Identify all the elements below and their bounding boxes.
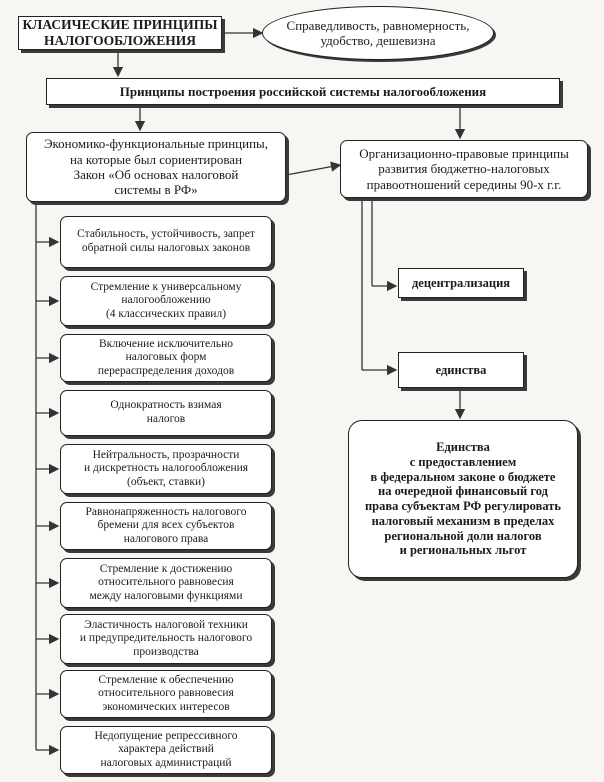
- classic-values-text: Справедливость, равномерность, удобство,…: [286, 17, 470, 48]
- principle-box: Недопущение репрессивного характера дейс…: [60, 726, 272, 774]
- principle-box: Нейтральность, прозрачности и дискретнос…: [60, 444, 272, 494]
- economic-functional-box: Экономико-функциональные принципы, на ко…: [26, 132, 286, 202]
- principle-box: Равнонапряженность налогового бремени дл…: [60, 502, 272, 550]
- principle-box: Стабильность, устойчивость, запрет обрат…: [60, 216, 272, 268]
- principle-text: Недопущение репрессивного характера дейс…: [94, 729, 238, 769]
- title-text: КЛАСИЧЕСКИЕ ПРИНЦИПЫ НАЛОГООБЛОЖЕНИЯ: [22, 17, 218, 48]
- unity-box: единства: [398, 352, 524, 388]
- principle-text: Равнонапряженность налогового бремени дл…: [85, 505, 247, 545]
- principle-text: Включение исключительно налоговых форм п…: [97, 337, 235, 377]
- unity-text: единства: [435, 362, 487, 377]
- russian-system-text: Принципы построения российской системы н…: [119, 83, 487, 99]
- organizational-legal-box: Организационно-правовые принципы развити…: [340, 140, 588, 198]
- unity-detail-box: Единства с предоставлением в федеральном…: [348, 420, 578, 578]
- principle-box: Эластичность налоговой техники и предупр…: [60, 614, 272, 664]
- principle-text: Нейтральность, прозрачности и дискретнос…: [83, 448, 249, 488]
- unity-detail-text: Единства с предоставлением в федеральном…: [364, 440, 562, 558]
- principle-box: Включение исключительно налоговых форм п…: [60, 334, 272, 382]
- decentralization-text: децентрализация: [411, 275, 511, 290]
- economic-functional-text: Экономико-функциональные принципы, на ко…: [43, 136, 269, 198]
- organizational-legal-text: Организационно-правовые принципы развити…: [359, 146, 569, 192]
- russian-system-box: Принципы построения российской системы н…: [46, 78, 560, 105]
- principle-text: Стремление к достижению относительного р…: [89, 562, 243, 602]
- principle-text: Стремление к универсальному налогообложе…: [90, 280, 242, 320]
- principle-box: Стремление к достижению относительного р…: [60, 558, 272, 608]
- principle-text: Стремление к обеспечению относительного …: [98, 673, 234, 713]
- title-box: КЛАСИЧЕСКИЕ ПРИНЦИПЫ НАЛОГООБЛОЖЕНИЯ: [18, 16, 222, 50]
- principle-text: Эластичность налоговой техники и предупр…: [79, 618, 253, 658]
- principle-box: Однократность взимая налогов: [60, 390, 272, 436]
- principle-text: Стабильность, устойчивость, запрет обрат…: [77, 228, 255, 254]
- decentralization-box: децентрализация: [398, 268, 524, 298]
- classic-values-ellipse: Справедливость, равномерность, удобство,…: [262, 6, 494, 60]
- principle-box: Стремление к обеспечению относительного …: [60, 670, 272, 718]
- principle-text: Однократность взимая налогов: [110, 399, 222, 425]
- principle-box: Стремление к универсальному налогообложе…: [60, 276, 272, 326]
